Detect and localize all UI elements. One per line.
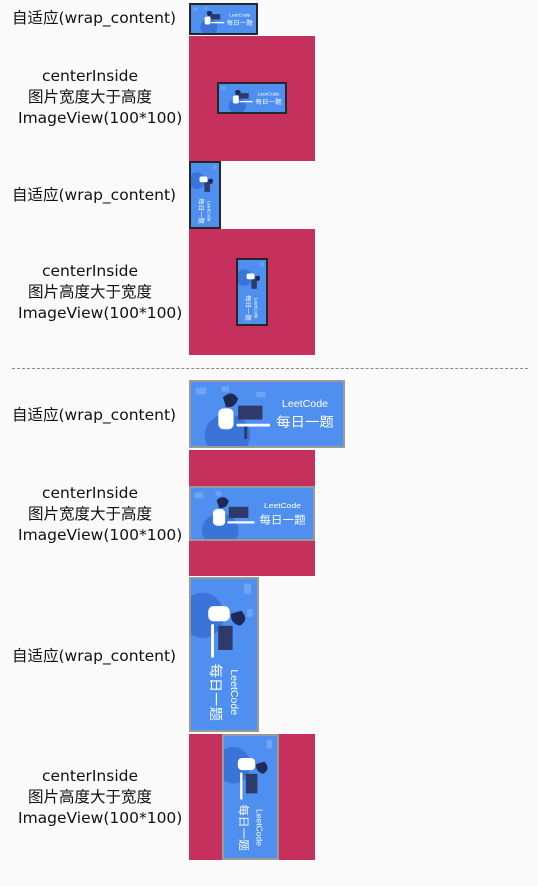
label-imageview-size: ImageView(100*100) bbox=[18, 526, 183, 544]
banner-slogan-text: 每日一题 bbox=[244, 295, 252, 321]
banner-brand-text: LeetCode bbox=[258, 92, 280, 98]
banner-illustration: LeetCode 每日一题 bbox=[191, 579, 257, 730]
leetcode-banner-image-landscape-large: LeetCode 每日一题 bbox=[189, 380, 345, 448]
banner-brand-text: LeetCode bbox=[228, 669, 239, 715]
banner-brand-text: LeetCode bbox=[254, 809, 264, 846]
banner-slogan-text: 每日一题 bbox=[255, 97, 282, 106]
label-centerinside: centerInside bbox=[41, 767, 139, 785]
banner-illustration: LeetCode 每日一题 bbox=[219, 84, 285, 112]
label-centerinside: centerInside bbox=[41, 67, 139, 85]
leetcode-banner-image-portrait-large-centered: LeetCode 每日一题 bbox=[222, 734, 279, 860]
leetcode-banner-image-portrait-small-centered: LeetCode 每日一题 bbox=[236, 258, 268, 326]
leetcode-banner-image-landscape-small-centered: LeetCode 每日一题 bbox=[217, 82, 287, 114]
label-centerinside-group-3: centerInside 图片宽度大于高度 ImageView(100*100) bbox=[18, 483, 183, 546]
banner-slogan-text: 每日一题 bbox=[197, 198, 205, 224]
banner-illustration: LeetCode 每日一题 bbox=[224, 736, 277, 858]
banner-slogan-text: 每日一题 bbox=[227, 18, 254, 27]
banner-brand-text: LeetCode bbox=[253, 298, 258, 319]
banner-illustration: LeetCode 每日一题 bbox=[191, 488, 313, 539]
label-centerinside: centerInside bbox=[41, 484, 139, 502]
label-imageview-size: ImageView(100*100) bbox=[18, 304, 183, 322]
label-centerinside-group-1: centerInside 图片宽度大于高度 ImageView(100*100) bbox=[18, 66, 183, 129]
banner-illustration: LeetCode 每日一题 bbox=[191, 382, 343, 446]
label-wrap-content-2: 自适应(wrap_content) bbox=[12, 186, 177, 204]
banner-slogan-text: 每日一题 bbox=[276, 415, 334, 430]
label-wrap-content-3: 自适应(wrap_content) bbox=[12, 406, 177, 424]
leetcode-banner-image-landscape-large-centered: LeetCode 每日一题 bbox=[189, 486, 315, 541]
leetcode-banner-image-landscape-small: LeetCode 每日一题 bbox=[189, 3, 258, 35]
label-height-gt-width: 图片高度大于宽度 bbox=[27, 283, 152, 301]
label-width-gt-height: 图片宽度大于高度 bbox=[27, 88, 152, 106]
section-divider bbox=[12, 368, 528, 369]
label-centerinside-group-4: centerInside 图片高度大于宽度 ImageView(100*100) bbox=[18, 766, 183, 829]
label-wrap-content-4: 自适应(wrap_content) bbox=[12, 647, 177, 665]
label-wrap-content-1: 自适应(wrap_content) bbox=[12, 9, 177, 27]
banner-brand-text: LeetCode bbox=[264, 501, 301, 510]
leetcode-banner-image-portrait-small: LeetCode 每日一题 bbox=[189, 161, 221, 229]
banner-illustration: LeetCode 每日一题 bbox=[191, 5, 256, 33]
leetcode-banner-image-portrait-large: LeetCode 每日一题 bbox=[189, 577, 259, 732]
label-centerinside: centerInside bbox=[41, 262, 139, 280]
banner-illustration: LeetCode 每日一题 bbox=[191, 163, 219, 227]
banner-brand-text: LeetCode bbox=[282, 399, 328, 410]
banner-slogan-text: 每日一题 bbox=[259, 513, 305, 526]
label-imageview-size: ImageView(100*100) bbox=[18, 109, 183, 127]
banner-slogan-text: 每日一题 bbox=[237, 804, 251, 850]
label-height-gt-width: 图片高度大于宽度 bbox=[27, 788, 152, 806]
banner-slogan-text: 每日一题 bbox=[207, 664, 223, 721]
banner-brand-text: LeetCode bbox=[229, 13, 251, 19]
banner-brand-text: LeetCode bbox=[206, 201, 211, 222]
banner-illustration: LeetCode 每日一题 bbox=[238, 260, 266, 324]
label-imageview-size: ImageView(100*100) bbox=[18, 809, 183, 827]
label-centerinside-group-2: centerInside 图片高度大于宽度 ImageView(100*100) bbox=[18, 261, 183, 324]
label-width-gt-height: 图片宽度大于高度 bbox=[27, 505, 152, 523]
